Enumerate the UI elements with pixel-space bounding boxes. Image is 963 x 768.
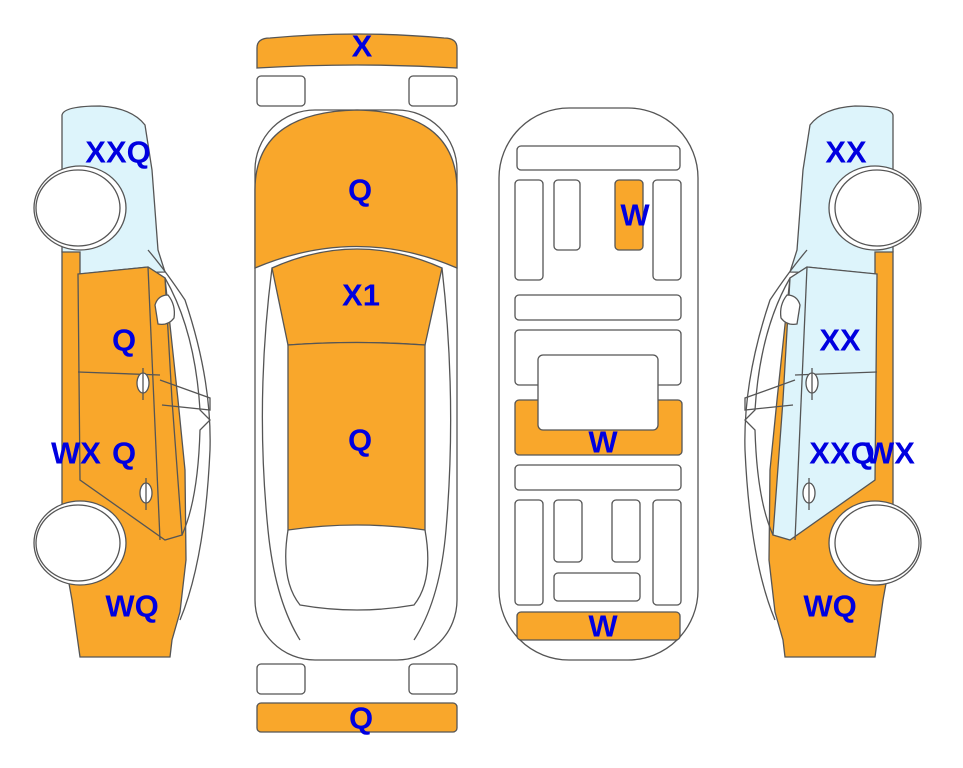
right-side-view: XX XX XXQ WX WQ [744,105,922,658]
front-bumper-label: X [352,29,373,64]
left-upper-label: XXQ [85,135,150,170]
right-pillar-label: WX [865,436,915,471]
top-view: X Q X1 Q Q [254,29,458,736]
rear-bumper-label: Q [349,701,373,736]
right-rear-door-label: XXQ [809,436,874,471]
roof-label: Q [348,423,372,458]
left-front-door-label: Q [112,323,136,358]
left-side-view: XXQ Q WX Q WQ [33,105,211,658]
right-upper-label: XX [825,135,867,170]
front-bumper [256,33,458,69]
floor-rear-part [516,611,681,641]
rear-bumper [256,702,458,733]
hood-label: Q [348,173,372,208]
hood [254,109,458,269]
floor-front-label: W [620,198,650,233]
floor-front-part [614,179,644,251]
left-rear-fender-label: WQ [105,589,158,624]
floor-middle-label: W [588,425,618,460]
left-rear-door-label: Q [112,436,136,471]
floor-rear-label: W [588,609,618,644]
left-rear-door-left-label: WX [51,436,101,471]
right-rear-fender-label: WQ [803,589,856,624]
floor-view: W W W [498,107,699,661]
windshield-label: X1 [342,278,380,313]
right-front-door-label: XX [819,323,861,358]
